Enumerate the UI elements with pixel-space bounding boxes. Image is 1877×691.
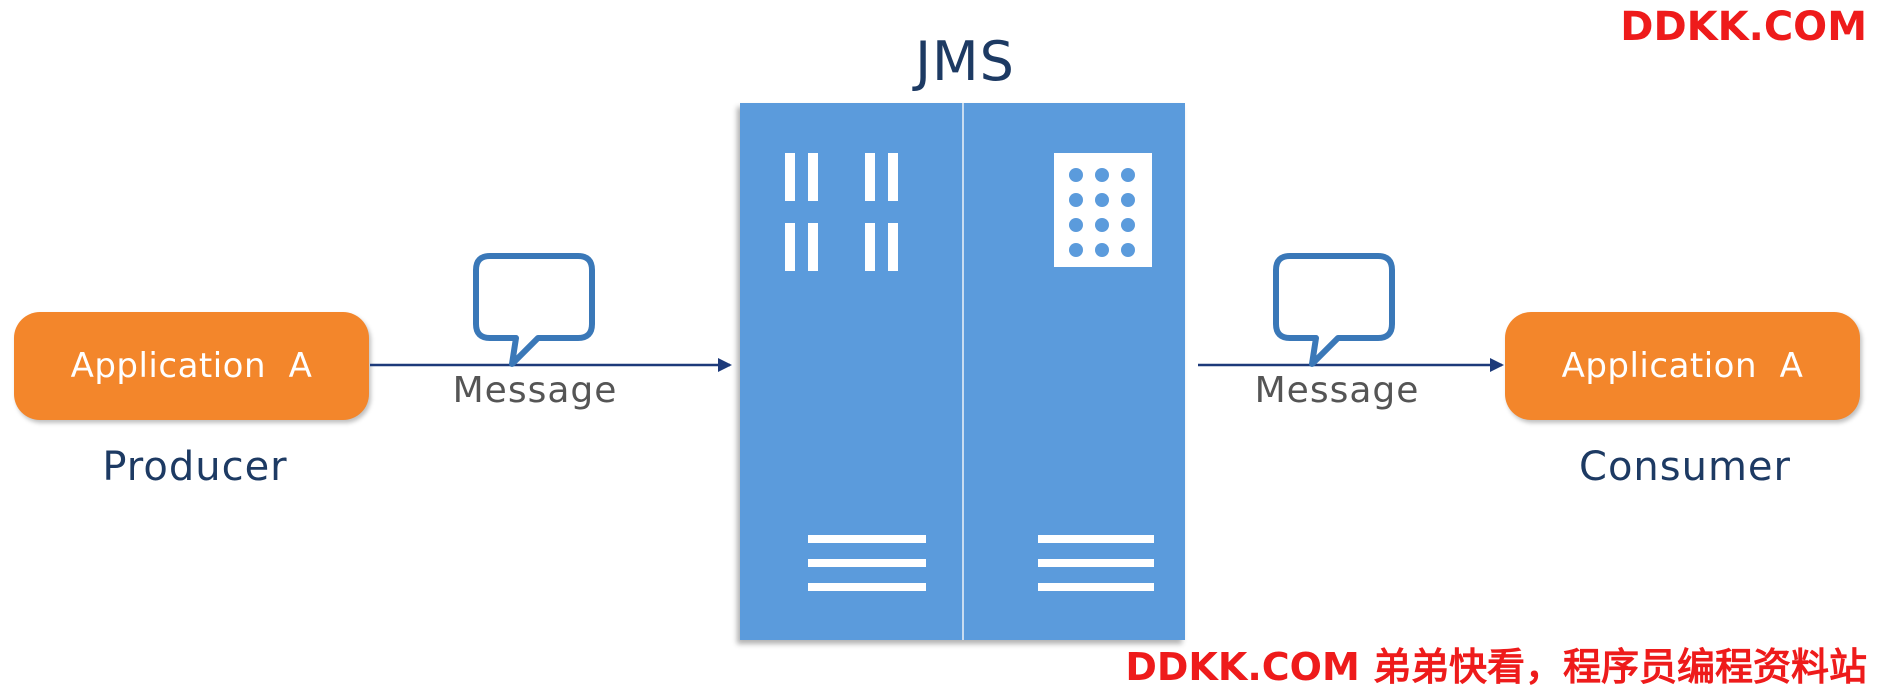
dot-grid-icon [1054,153,1152,267]
server-divider [962,103,964,640]
horizontal-lines-icon [808,535,926,591]
message-label-left: Message [452,370,618,411]
server-rack-icon [785,153,1154,591]
jms-server [740,103,1185,640]
consumer-app-box: Application A [1505,312,1860,420]
horizontal-lines-icon [1038,535,1154,591]
consumer-label: Consumer [1579,444,1791,490]
diagram-title: JMS [915,30,1015,93]
producer-label: Producer [102,444,288,490]
watermark-top: DDKK.COM [1620,4,1867,50]
consumer-app-label: Application A [1561,346,1804,386]
speech-bubble-icon [1273,253,1395,367]
producer-app-box: Application A [14,312,369,420]
producer-app-label: Application A [70,346,313,386]
message-label-right: Message [1254,370,1420,411]
vertical-bars-icon [785,153,898,271]
watermark-bottom: DDKK.COM 弟弟快看，程序员编程资料站 [1125,645,1867,689]
speech-bubble-icon [473,253,595,367]
